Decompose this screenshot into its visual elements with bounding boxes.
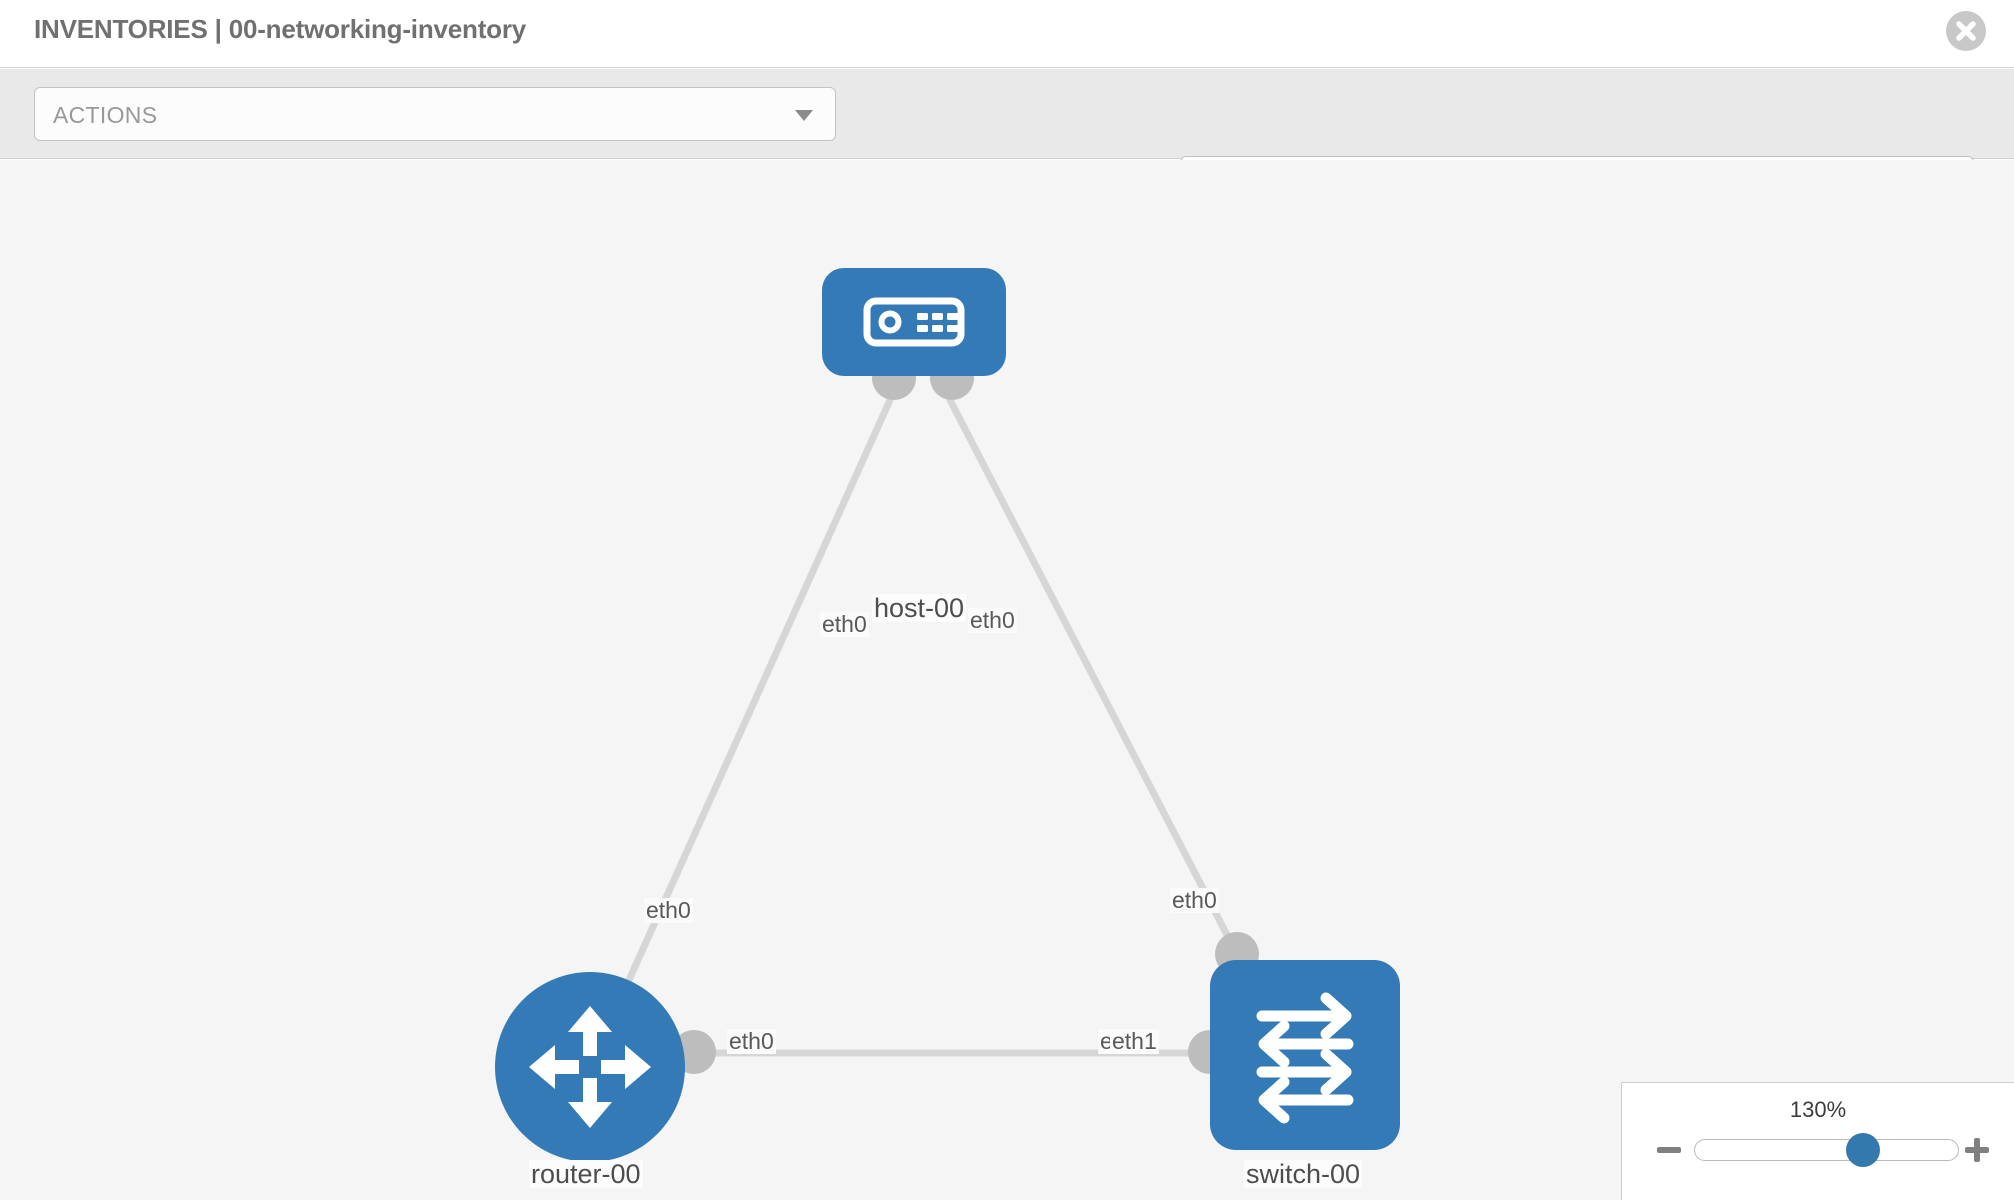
node-label-host-00: host-00: [872, 593, 967, 623]
page-title: INVENTORIES | 00-networking-inventory: [34, 14, 527, 44]
node-host-00[interactable]: [822, 268, 1006, 376]
node-label-switch-00: switch-00: [1244, 1159, 1363, 1189]
iface-label-switch-eth0-up: eth0: [1170, 887, 1219, 914]
node-label-router-00: router-00: [529, 1159, 643, 1189]
router-node-shape: [495, 972, 685, 1162]
iface-label-router-eth0-right: eth0: [727, 1028, 776, 1055]
node-router-00[interactable]: [495, 972, 685, 1162]
zoom-slider-thumb[interactable]: [1846, 1133, 1881, 1167]
page-header: INVENTORIES | 00-networking-inventory: [0, 0, 2014, 68]
chevron-down-icon: [795, 110, 813, 121]
zoom-level-label: 130%: [1789, 1097, 1847, 1122]
actions-dropdown-label: ACTIONS: [53, 102, 158, 128]
actions-dropdown[interactable]: ACTIONS: [34, 87, 836, 141]
switch-icon: [1256, 992, 1354, 1124]
toolbar: ACTIONS SEARCH: [0, 69, 2014, 210]
node-switch-00[interactable]: [1210, 960, 1400, 1150]
iface-label-router-eth0-up: eth0: [644, 897, 693, 924]
zoom-out-button[interactable]: [1654, 1135, 1684, 1165]
topology-links: [616, 396, 1244, 1057]
router-icon: [529, 1006, 651, 1128]
close-icon[interactable]: [1946, 11, 1986, 51]
zoom-control-panel: 130%: [1621, 1082, 2014, 1200]
host-node-shape: [822, 268, 1006, 376]
iface-label-switch-eth1: eth1: [1110, 1028, 1159, 1055]
zoom-in-button[interactable]: [1962, 1135, 1992, 1165]
link-host-switch: [946, 396, 1244, 964]
switch-node-shape: [1210, 960, 1400, 1150]
server-icon: [863, 297, 965, 347]
zoom-slider[interactable]: [1694, 1133, 1959, 1167]
iface-label-host-eth0-left: eth0: [820, 611, 869, 638]
topology-canvas[interactable]: host-00 eth0 eth0 router-00 eth0: [0, 160, 2014, 1200]
iface-label-host-eth0-right: eth0: [968, 607, 1017, 634]
